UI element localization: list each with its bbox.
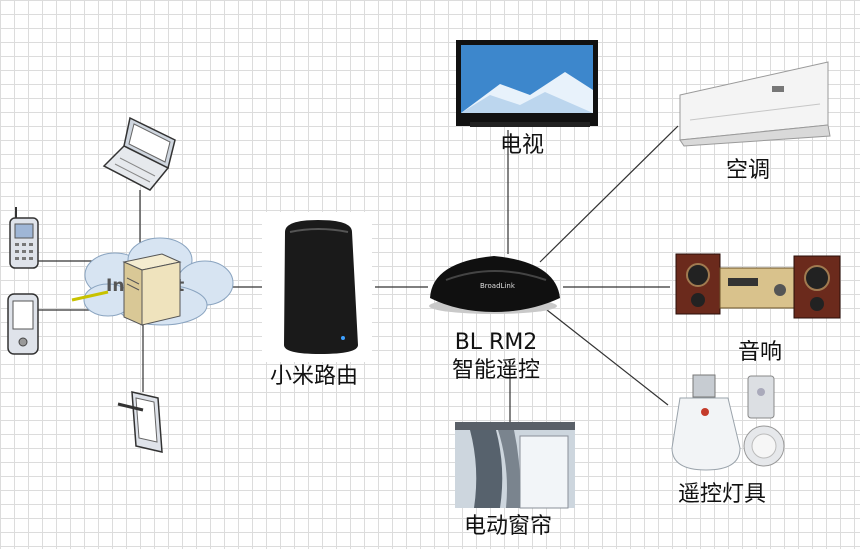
line-hub-ac <box>539 125 679 263</box>
pda-icon <box>7 293 39 355</box>
tablet-icon <box>117 391 163 453</box>
router-label: 小米路由 <box>270 364 359 389</box>
hub-label-line2: 智能遥控 <box>451 358 540 383</box>
mobile-phone-icon <box>9 207 39 269</box>
curtain-icon <box>455 422 575 509</box>
curtain-label: 电动窗帘 <box>464 514 553 539</box>
xiaomi-router-icon <box>262 212 372 362</box>
stereo-speaker-icon <box>675 253 841 319</box>
speaker-label: 音响 <box>738 340 783 365</box>
air-conditioner-icon <box>679 61 831 147</box>
tv-label: 电视 <box>500 133 545 158</box>
ac-label: 空调 <box>726 158 771 183</box>
remote-lamp-icon <box>671 374 785 471</box>
broadlink-rm2-hub-icon: BroadLink <box>429 256 560 314</box>
lamp-label: 遥控灯具 <box>678 482 767 507</box>
hub-brand-text: BroadLink <box>480 282 516 290</box>
tv-icon <box>456 40 598 127</box>
laptop-icon <box>102 116 176 191</box>
line-hub-lamp <box>546 309 669 406</box>
server-icon <box>122 253 182 326</box>
hub-label-line1: BL RM2 <box>454 330 538 355</box>
